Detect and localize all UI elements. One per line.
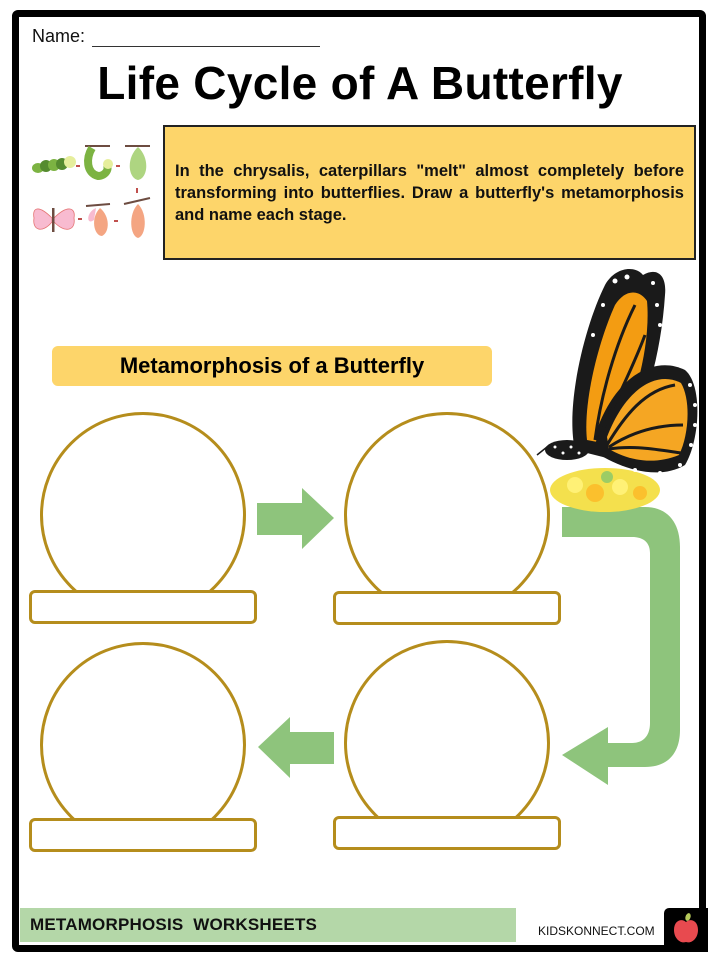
footer-series-label: METAMORPHOSIS WORKSHEETS: [30, 915, 318, 934]
footer-site-link[interactable]: KIDSKONNECT.COM: [538, 924, 655, 938]
arrow-right-icon: [257, 488, 334, 549]
stage-4-drawing-area[interactable]: [40, 642, 246, 848]
stage-1-label-field[interactable]: [29, 590, 257, 624]
monarch-butterfly-image: [536, 269, 698, 512]
arrow-left-icon: [258, 717, 334, 778]
activity-subtitle: Metamorphosis of a Butterfly: [52, 346, 492, 386]
apple-icon: [674, 913, 698, 943]
stage-1-drawing-area[interactable]: [40, 412, 246, 618]
footer-series-banner: METAMORPHOSIS WORKSHEETS: [20, 908, 516, 942]
stage-4-label-field[interactable]: [29, 818, 257, 852]
arrow-uturn-icon: [562, 507, 680, 785]
life-cycle-thumbnail-icon: [32, 145, 151, 238]
stage-3-drawing-area[interactable]: [344, 640, 550, 846]
stage-3-label-field[interactable]: [333, 816, 561, 850]
name-label: Name:: [32, 26, 86, 46]
instructions-text: In the chrysalis, caterpillars "melt" al…: [175, 161, 684, 224]
footer-logo-tab: [664, 908, 708, 952]
page-title: Life Cycle of A Butterfly: [97, 57, 623, 109]
instructions-box: In the chrysalis, caterpillars "melt" al…: [163, 125, 696, 260]
name-input-line[interactable]: [92, 46, 320, 47]
stage-2-drawing-area[interactable]: [344, 412, 550, 618]
stage-2-label-field[interactable]: [333, 591, 561, 625]
